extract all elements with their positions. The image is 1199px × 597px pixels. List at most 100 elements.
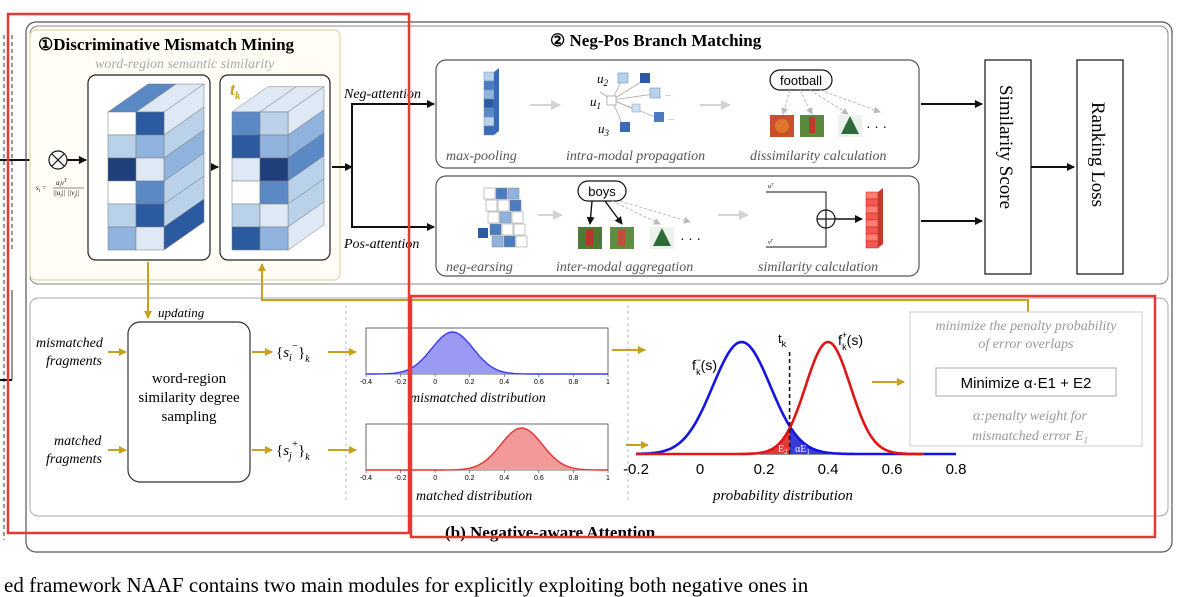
pos-branch-box — [435, 175, 920, 277]
football-ellipsis: · · · — [866, 121, 887, 136]
matched-plot-tick-label: 1 — [606, 475, 610, 482]
mining-subtitle: word-region semantic similarity — [95, 57, 275, 72]
cube-front-cell — [259, 111, 289, 136]
mismatched-plot-tick-label: 0.8 — [569, 379, 579, 386]
ranking-loss-box — [1076, 59, 1124, 275]
matched-plot-tick-label: 0 — [433, 475, 437, 482]
neg-set-label: {si−}k — [276, 340, 310, 365]
sampling-line2: similarity degree — [138, 390, 240, 406]
matched-fragments-l2: fragments — [46, 452, 103, 467]
erase-cell — [485, 199, 498, 212]
cube-front-cell — [107, 157, 137, 182]
outer-frame — [25, 21, 1173, 553]
ui-label: uT — [768, 182, 774, 190]
updating-label: updating — [158, 305, 205, 320]
pool-cell — [483, 71, 495, 82]
matched-plot-tick-label: -0.4 — [360, 475, 372, 482]
cube-front-cell — [135, 203, 165, 228]
mismatched-plot-tick-label: 0 — [433, 379, 437, 386]
neg-erasing-grid — [478, 187, 528, 248]
football-word-node: football · · · — [769, 69, 887, 137]
erase-cell — [497, 199, 510, 212]
matched-distribution-label: matched distribution — [416, 489, 532, 504]
u1-label: u1 — [590, 94, 601, 111]
erase-cell — [509, 199, 522, 212]
mismatched-plot-area — [366, 332, 608, 374]
similarity-vector — [865, 188, 883, 249]
alpha-note-l1: α:penalty weight for — [973, 409, 1087, 424]
matched-plot-area — [366, 428, 608, 470]
similarity-cube-2: tk — [219, 74, 331, 261]
pool-cell — [483, 107, 495, 118]
mismatched-plot-tick-label: 1 — [606, 379, 610, 386]
mismatched-fragments-l1: mismatched — [36, 336, 104, 351]
cube-front-cell — [107, 180, 137, 205]
cube-front-cell — [259, 203, 289, 228]
dissimilarity-label: dissimilarity calculation — [750, 149, 887, 164]
intra-modal-graph: u2 u1 u3 ... ... — [590, 71, 674, 138]
pos-attention-label: Pos-attention — [343, 237, 419, 252]
sampling-line1: word-region — [152, 371, 227, 387]
svg-text:si =: si = — [36, 184, 47, 194]
tk-label: tk — [230, 79, 241, 102]
erase-cell — [511, 211, 524, 224]
pool-cell — [494, 68, 499, 135]
minimize-penalty-l1: minimize the penalty probability — [935, 319, 1117, 334]
probability-distribution-label: probability distribution — [712, 488, 853, 504]
matched-plot-tick-label: 0.4 — [499, 475, 509, 482]
vector-cell — [865, 240, 879, 249]
cube-front-cell — [107, 134, 137, 159]
erase-cell — [513, 223, 526, 236]
erase-cell — [495, 187, 508, 200]
similarity-cube-1 — [87, 74, 211, 261]
cube-front-cell — [107, 203, 137, 228]
svg-text:boys: boys — [588, 184, 616, 199]
erase-cell — [501, 223, 514, 236]
cube-front-cell — [231, 157, 261, 182]
minimize-formula-box — [935, 367, 1117, 397]
vector-cell — [865, 191, 879, 200]
cube-front-cell — [231, 180, 261, 205]
max-pooling-label: max-pooling — [446, 149, 517, 164]
cube-front-cell — [107, 226, 137, 251]
mismatched-fragments-l2: fragments — [46, 354, 103, 369]
vector-cell — [878, 188, 883, 248]
sampling-box — [127, 321, 251, 483]
matching-title: ② Neg-Pos Branch Matching — [550, 31, 762, 50]
vector-cell — [865, 205, 879, 214]
erase-cell — [483, 187, 496, 200]
neg-attention-label: Neg-attention — [343, 87, 421, 102]
matched-plot-tick-label: 0.8 — [569, 475, 579, 482]
erase-cell — [487, 211, 500, 224]
mismatched-plot-tick-label: -0.2 — [395, 379, 407, 386]
section-b-title: (b) Negative-aware Attention — [445, 523, 656, 542]
minimize-formula: Minimize α·E1 + E2 — [961, 375, 1092, 392]
erase-cell — [499, 211, 512, 224]
u3-label: u3 — [598, 121, 610, 138]
graph-dots-2: ... — [668, 113, 674, 122]
boys-word-node: boys · · · — [577, 180, 701, 249]
inter-modal-label: inter-modal aggregation — [556, 260, 693, 275]
highlight-box-left — [6, 12, 411, 535]
svg-text:||ui|| ||vj||: ||ui|| ||vj|| — [53, 189, 80, 199]
matched-plot-tick-label: 0.6 — [534, 475, 544, 482]
fk-minus-label: f−k(s) — [692, 355, 717, 377]
mismatched-plot-curve — [366, 331, 608, 375]
erase-cell — [507, 187, 520, 200]
matched-plot-curve — [366, 427, 608, 471]
mismatched-plot-tick-label: -0.4 — [360, 379, 372, 386]
prob-tick-label: 0 — [696, 461, 704, 478]
vector-cell — [865, 226, 879, 235]
pool-cell — [483, 89, 495, 100]
vector-cell — [865, 219, 879, 228]
mining-title: ①Discriminative Mismatch Mining — [38, 35, 295, 54]
vector-cell — [865, 212, 879, 221]
pool-cell — [483, 98, 495, 109]
svg-text:football: football — [780, 73, 822, 88]
boys-ellipsis: · · · — [680, 233, 701, 248]
matched-plot-tick-label: 0.2 — [465, 475, 475, 482]
similarity-sum-node: uT vT — [766, 182, 863, 248]
